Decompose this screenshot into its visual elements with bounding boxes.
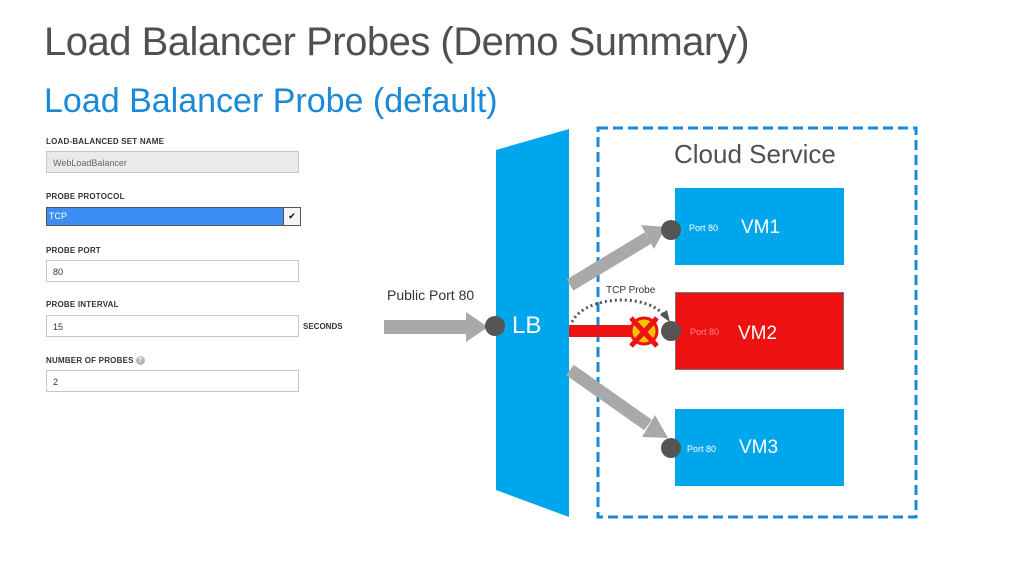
probe-port-field[interactable]: 80 — [46, 260, 299, 282]
protocol-selected-value: TCP — [47, 208, 283, 225]
slide-subtitle: Load Balancer Probe (default) — [44, 82, 498, 120]
vm2-box[interactable]: Port 80 VM2 — [675, 292, 844, 370]
number-of-probes-text: NUMBER OF PROBES — [46, 356, 134, 365]
slide-title: Load Balancer Probes (Demo Summary) — [44, 20, 750, 64]
protocol-select[interactable]: TCP ✔ — [46, 207, 301, 226]
vm1-box[interactable]: Port 80 VM1 — [675, 188, 844, 265]
set-name-label: LOAD-BALANCED SET NAME — [46, 137, 165, 146]
chevron-down-icon[interactable]: ✔ — [283, 208, 300, 225]
public-port-label: Public Port 80 — [387, 287, 475, 303]
cloud-service-boundary — [596, 126, 918, 519]
lb-node — [485, 316, 505, 336]
vm2-name: VM2 — [738, 323, 778, 344]
vm2-node — [661, 321, 681, 341]
probe-interval-field[interactable]: 15 — [46, 315, 299, 337]
probe-interval-label: PROBE INTERVAL — [46, 300, 119, 309]
arrow-to-vm1-head — [641, 225, 666, 249]
set-name-field[interactable]: WebLoadBalancer — [46, 151, 299, 173]
tcp-probe-arc-head — [660, 310, 670, 322]
vm1-port-label: Port 80 — [689, 223, 719, 233]
number-of-probes-label: NUMBER OF PROBES? — [46, 356, 145, 365]
cloud-service-label: Cloud Service — [674, 139, 836, 169]
vm3-node — [661, 438, 681, 458]
public-port-arrow-head — [466, 312, 488, 342]
arrow-to-vm3 — [566, 364, 652, 431]
arrow-to-vm3-head — [642, 415, 668, 438]
public-port-arrow-shaft — [384, 320, 468, 334]
failure-x-line-2 — [629, 316, 659, 348]
vm2-port-label: Port 80 — [690, 327, 720, 337]
load-balancer-shape — [496, 129, 569, 517]
vm3-name: VM3 — [739, 437, 779, 458]
help-icon[interactable]: ? — [135, 356, 145, 365]
number-of-probes-field[interactable]: 2 — [46, 370, 299, 392]
lb-label: LB — [512, 312, 542, 339]
vm3-port-label: Port 80 — [687, 444, 717, 454]
tcp-probe-label: TCP Probe — [606, 285, 656, 296]
protocol-label: PROBE PROTOCOL — [46, 192, 125, 201]
tcp-probe-arc — [570, 298, 668, 323]
probe-port-label: PROBE PORT — [46, 246, 101, 255]
vm1-node — [661, 220, 681, 240]
arrow-to-vm1 — [566, 232, 652, 291]
vm1-name: VM1 — [741, 217, 781, 238]
vm3-box[interactable]: Port 80 VM3 — [675, 409, 844, 486]
interval-unit-label: SECONDS — [303, 322, 343, 331]
